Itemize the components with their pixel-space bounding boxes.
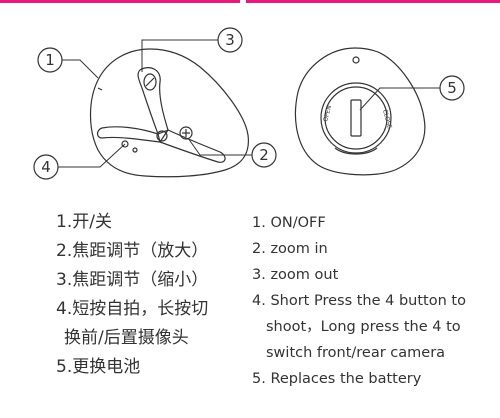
remote-front-view (89, 48, 250, 178)
callout-4-label: 4 (41, 158, 51, 176)
en-item-4: 4. Short Press the 4 button to (252, 293, 466, 309)
button-3-oval (143, 73, 157, 91)
button-arm-left (96, 126, 161, 143)
callout-5-label: 5 (447, 79, 457, 97)
callout-2-label: 2 (259, 146, 269, 164)
cn-item-2: 2.焦距调节（放大） (56, 241, 209, 261)
cn-item-3: 3.焦距调节（缩小） (56, 270, 209, 290)
remote-back-view (294, 47, 426, 176)
callout-1-label: 1 (45, 51, 55, 69)
button-arm-right (159, 129, 226, 163)
back-body-outline (294, 47, 426, 176)
leader-2 (187, 137, 252, 156)
leader-4 (58, 143, 126, 168)
callout-circles (33, 27, 465, 180)
top-accent-bar (0, 0, 500, 3)
en-item-2: 2. zoom in (252, 241, 328, 257)
latch-slot (350, 99, 362, 137)
center-hub (156, 130, 168, 142)
leader-5 (359, 87, 440, 111)
button-arm-top (137, 67, 169, 135)
callout-1-circle (37, 47, 63, 73)
en-item-3: 3. zoom out (252, 267, 339, 283)
button-4-dot (121, 140, 129, 148)
callout-2-circle (251, 142, 277, 168)
front-body-outline (89, 48, 250, 178)
cn-item-4: 4.短按自拍，长按切 (56, 299, 209, 319)
callout-lines (58, 39, 440, 168)
callout-5-circle (439, 75, 465, 101)
cn-item-4-cont: 换前/后置摄像头 (64, 328, 189, 348)
leader-3 (141, 39, 218, 72)
english-function-list: 1. ON/OFF 2. zoom in 3. zoom out 4. Shor… (252, 210, 466, 392)
en-item-4-cont-1: shoot，Long press the 4 to (266, 319, 461, 335)
remote-diagram: OPEN CLOSE 1 3 2 4 5 (33, 27, 465, 180)
callout-3-label: 3 (225, 31, 235, 49)
en-item-4-cont-2: switch front/rear camera (266, 345, 446, 361)
callout-4-circle (33, 154, 59, 180)
lanyard-hole (352, 56, 360, 64)
leader-1 (62, 59, 99, 79)
cn-item-5: 5.更换电池 (56, 357, 141, 377)
en-item-5: 5. Replaces the battery (252, 371, 422, 387)
en-item-1: 1. ON/OFF (252, 215, 326, 231)
button-2-circle (179, 126, 193, 140)
chinese-function-list: 1.开/关 2.焦距调节（放大） 3.焦距调节（缩小） 4.短按自拍，长按切 换… (56, 208, 208, 382)
latch-label-open: OPEN (322, 105, 333, 123)
cn-item-1: 1.开/关 (56, 212, 112, 232)
callout-3-circle (217, 27, 243, 53)
battery-cover (320, 82, 392, 154)
latch-label-close: CLOSE (381, 109, 393, 130)
